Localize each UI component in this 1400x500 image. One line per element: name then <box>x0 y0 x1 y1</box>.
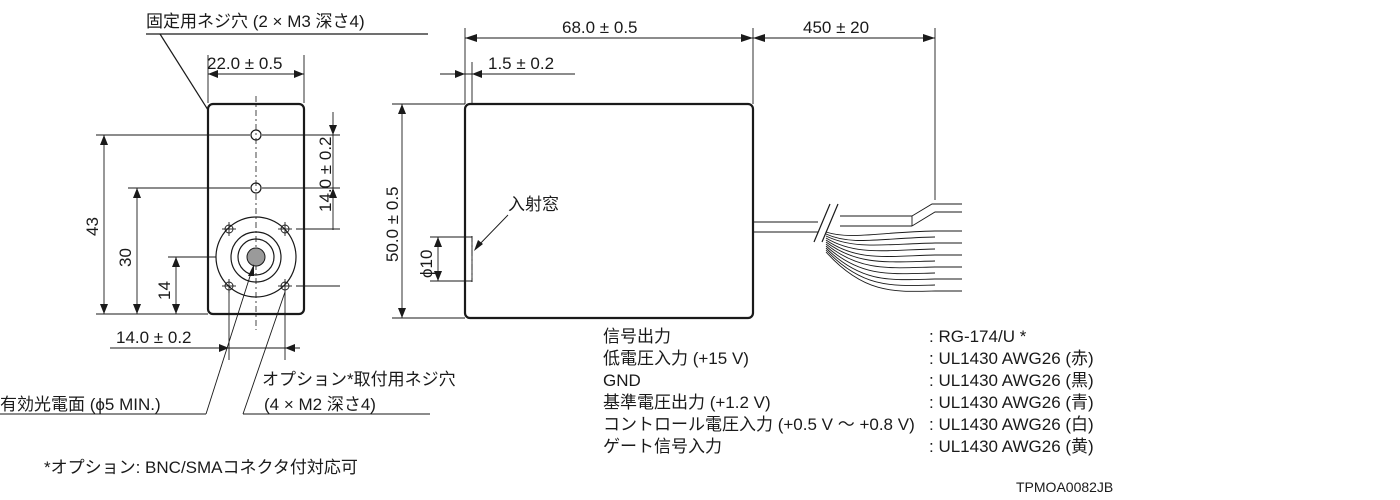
front-view: 固定用ネジ穴 (2 × M3 深さ4) 22.0 ± 0.5 <box>0 12 456 477</box>
footnote: *オプション: BNC/SMAコネクタ付対応可 <box>44 458 358 477</box>
option-screw-callout-line1: オプション*取付用ネジ穴 <box>262 370 456 389</box>
legend-cable-4: : UL1430 AWG26 (白) <box>929 415 1094 434</box>
bottom-spacing-dimension: 14.0 ± 0.2 <box>116 328 192 347</box>
body-length-dimension: 68.0 ± 0.5 <box>562 18 638 37</box>
legend-signal-0: 信号出力 <box>603 327 671 346</box>
side-body <box>463 102 755 320</box>
height-43-dimension: 43 <box>83 217 102 236</box>
drawing-id: TPMOA0082JB <box>1016 479 1113 495</box>
height-14-dimension: 14 <box>155 281 174 300</box>
front-width-dimension: 22.0 ± 0.5 <box>207 54 283 73</box>
cable-bundle <box>753 203 962 292</box>
legend-signal-3: 基準電圧出力 (+1.2 V) <box>603 393 771 412</box>
window-offset-dimension: 1.5 ± 0.2 <box>488 54 554 73</box>
window-diameter-dimension: ϕ10 <box>417 250 436 278</box>
legend-signal-4: コントロール電圧入力 (+0.5 V ～ +0.8 V) <box>603 415 915 434</box>
effective-area-callout: 有効光電面 (ϕ5 MIN.) <box>0 395 161 414</box>
mounting-hole-lower <box>250 182 262 194</box>
legend-cable-2: : UL1430 AWG26 (黒) <box>929 371 1094 390</box>
legend-signal-1: 低電圧入力 (+15 V) <box>603 349 749 368</box>
input-window-callout: 入射窓 <box>508 195 559 214</box>
side-view: 68.0 ± 0.5 450 ± 20 1.5 ± 0.2 50.0 ± 0.5… <box>383 18 962 320</box>
cable-length-dimension: 450 ± 20 <box>803 18 869 37</box>
legend-cable-3: : UL1430 AWG26 (青) <box>929 393 1094 412</box>
legend-cable-0: : RG-174/U * <box>929 327 1027 346</box>
legend-signal-2: GND <box>603 371 641 390</box>
legend-signal-5: ゲート信号入力 <box>603 437 722 456</box>
mounting-screw-callout: 固定用ネジ穴 (2 × M3 深さ4) <box>146 12 365 31</box>
body-height-dimension: 50.0 ± 0.5 <box>383 187 402 263</box>
mounting-hole-upper <box>250 129 262 141</box>
legend-cable-1: : UL1430 AWG26 (赤) <box>929 349 1094 368</box>
legend-cable-5: : UL1430 AWG26 (黄) <box>929 437 1094 456</box>
height-30-dimension: 30 <box>116 248 135 267</box>
cable-legend: 信号出力 : RG-174/U * 低電圧入力 (+15 V) : UL1430… <box>603 327 1094 456</box>
option-screw-callout-line2: (4 × M2 深さ4) <box>264 395 376 414</box>
hole-spacing-dimension: 14.0 ± 0.2 <box>316 137 335 213</box>
